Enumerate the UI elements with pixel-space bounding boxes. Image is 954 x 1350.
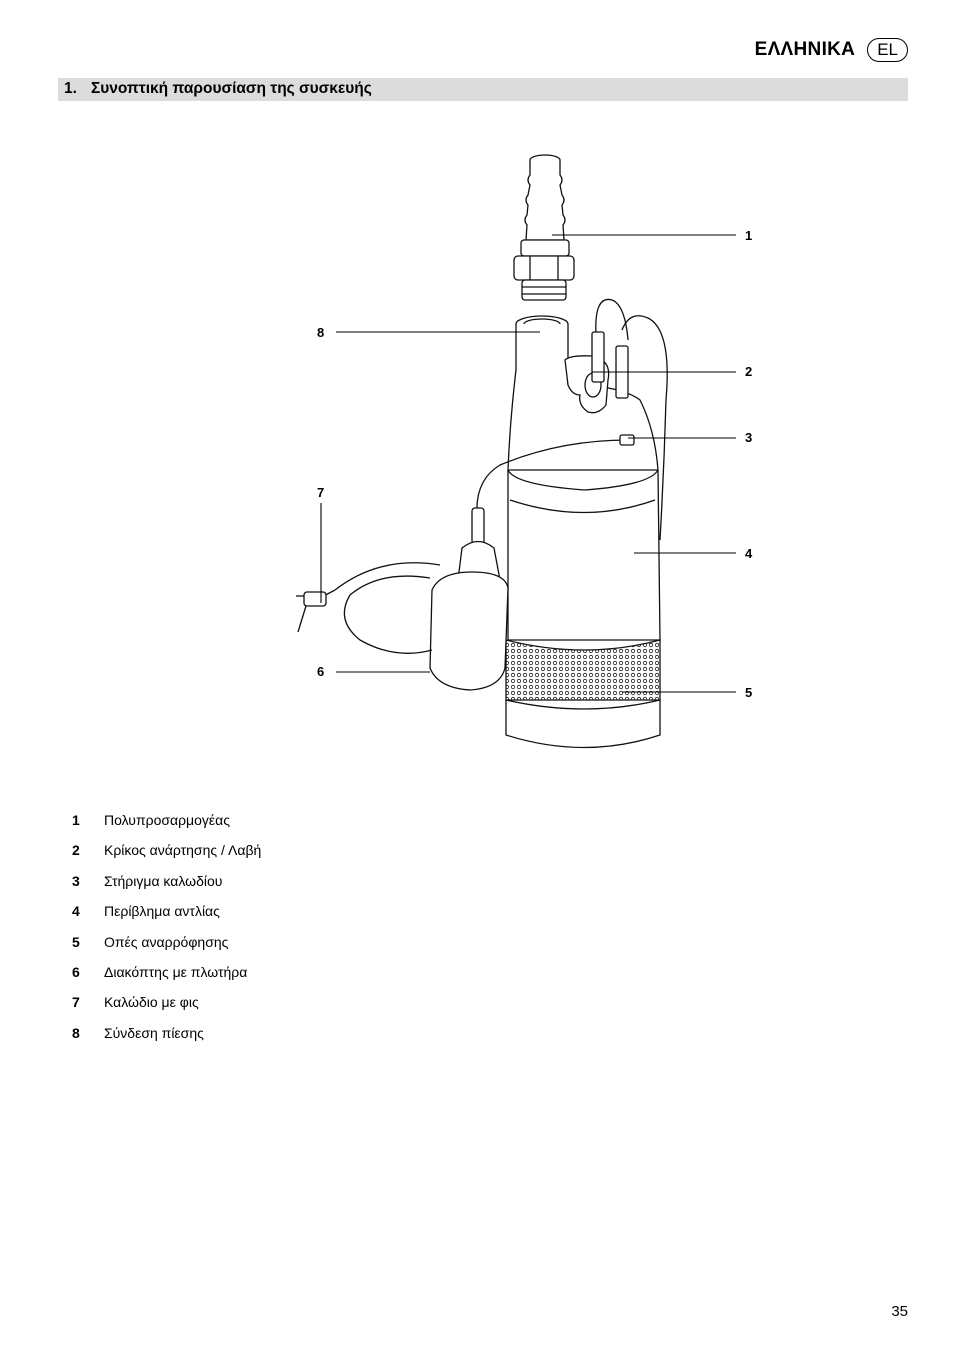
legend-item: 4 Περίβλημα αντλίας xyxy=(72,903,261,933)
callout-label-5: 5 xyxy=(745,685,753,700)
section-number: 1. xyxy=(64,80,77,97)
language-title: ΕΛΛΗΝΙΚΑ xyxy=(754,39,856,60)
callout-leaders xyxy=(320,234,736,693)
callout-label-8: 8 xyxy=(317,325,325,340)
language-code-badge: EL xyxy=(867,38,908,62)
legend-number: 5 xyxy=(72,933,80,950)
callout-label-4: 4 xyxy=(745,546,753,561)
section-title-text: Συνοπτική παρουσίαση της συσκευής xyxy=(90,80,372,97)
legend-label: Σύνδεση πίεσης xyxy=(104,1024,204,1041)
legend-label: Κρίκος ανάρτησης / Λαβή xyxy=(104,842,262,859)
pump-drawing xyxy=(296,154,668,749)
legend-label: Στήριγμα καλωδίου xyxy=(104,872,223,889)
callout-label-2: 2 xyxy=(745,364,753,379)
legend-number: 1 xyxy=(72,812,80,828)
language-header: ΕΛΛΗΝΙΚΑ EL xyxy=(755,38,908,62)
pump-illustration xyxy=(296,154,736,749)
legend-item: 7 Καλώδιο με φις xyxy=(72,994,261,1024)
legend-number: 6 xyxy=(72,963,80,980)
legend-item: 8 Σύνδεση πίεσης xyxy=(72,1025,261,1055)
legend-number: 2 xyxy=(72,842,80,859)
legend-number: 8 xyxy=(72,1024,80,1041)
legend-label: Διακόπτης με πλωτήρα xyxy=(104,963,248,980)
callout-label-6: 6 xyxy=(317,664,325,679)
legend-label: Περίβλημα αντλίας xyxy=(104,903,220,920)
legend-number: 4 xyxy=(72,903,80,920)
legend-number: 7 xyxy=(72,994,80,1011)
legend-item: 5 Οπές αναρρόφησης xyxy=(72,934,261,964)
callout-label-1: 1 xyxy=(745,228,753,243)
section-title: 1. Συνοπτική παρουσίαση της συσκευής xyxy=(64,80,386,98)
section-heading-bar: 1. Συνοπτική παρουσίαση της συσκευής xyxy=(58,78,908,101)
multi-adapter-drawing xyxy=(513,154,575,301)
legend-number: 3 xyxy=(72,872,80,889)
parts-legend: 1 Πολυπροσαρμογέας 2 Κρίκος ανάρτησης / Λα… xyxy=(72,812,261,1055)
callout-label-7: 7 xyxy=(317,485,325,500)
legend-item: 6 Διακόπτης με πλωτήρα xyxy=(72,964,261,994)
callout-label-3: 3 xyxy=(745,430,753,445)
legend-label: Οπές αναρρόφησης xyxy=(104,933,229,950)
legend-item: 2 Κρίκος ανάρτησης / Λαβή xyxy=(72,842,261,872)
page-number: 35 xyxy=(891,1303,908,1320)
legend-label: Πολυπροσαρμογέας xyxy=(104,812,230,828)
legend-item: 3 Στήριγμα καλωδίου xyxy=(72,873,261,903)
legend-label: Καλώδιο με φις xyxy=(104,994,199,1011)
legend-item: 1 Πολυπροσαρμογέας xyxy=(72,812,261,842)
